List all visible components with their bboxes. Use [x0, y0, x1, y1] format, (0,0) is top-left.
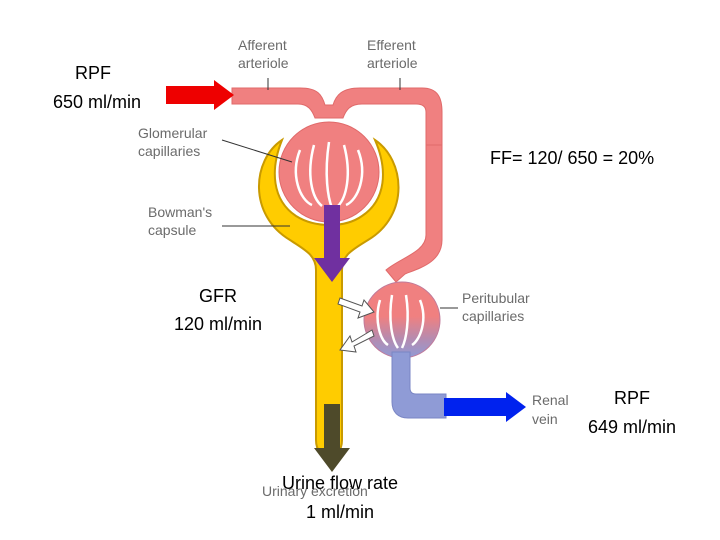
- glomerular-leader: [221, 139, 293, 163]
- filtration-arrow: [314, 205, 350, 282]
- rpf-in-arrow: [166, 80, 234, 110]
- bowmans-capsule: [258, 137, 400, 458]
- urinary-excretion-label: Urinary excretion: [262, 483, 368, 499]
- urine-arrow: [314, 404, 350, 472]
- efferent-arteriole: [385, 144, 443, 283]
- reabsorption-arrow-1: [337, 297, 375, 319]
- ff-annotation: FF= 120/ 650 = 20%: [490, 148, 654, 168]
- glomerular-loops: [294, 141, 364, 209]
- rpf-out-arrow: [444, 392, 526, 422]
- reabsorption-arrow-2: [339, 329, 375, 353]
- peritubular-loops: [376, 294, 425, 349]
- renal-vein: [391, 351, 447, 419]
